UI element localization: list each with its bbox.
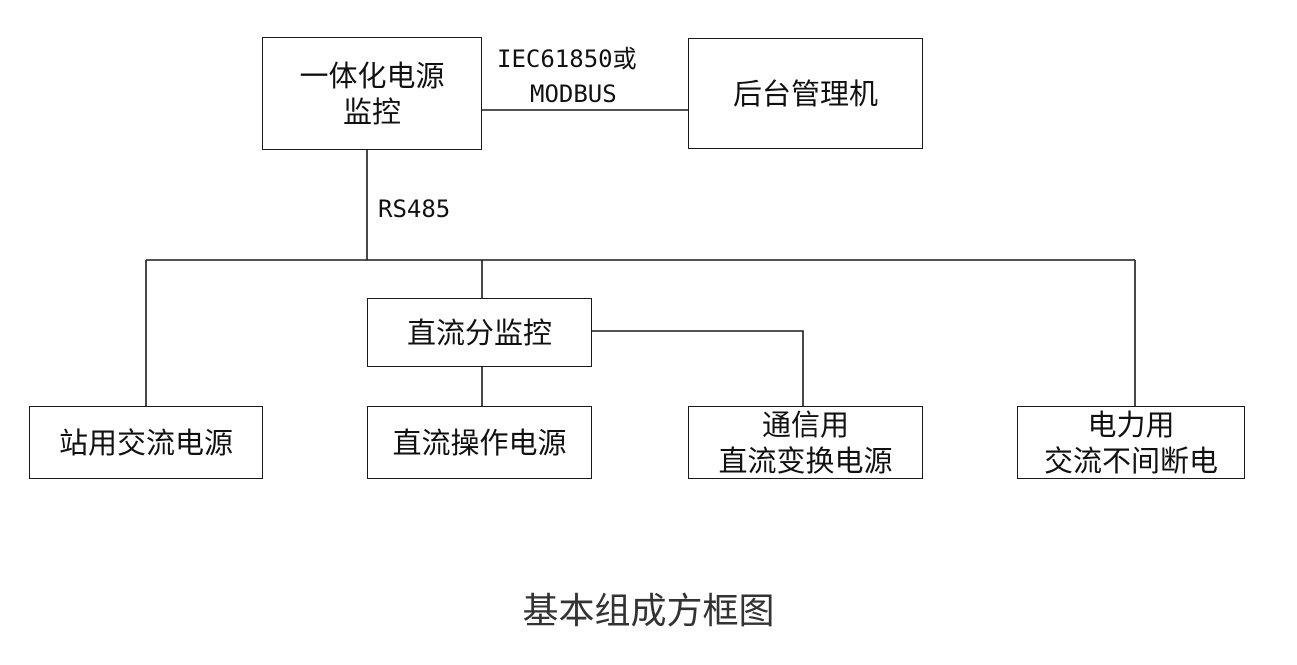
backend-manager-label: 后台管理机 [732, 76, 878, 111]
integrated-monitor-line-1: 一体化电源 [299, 58, 445, 93]
station-ac-power-box: 站用交流电源 [29, 406, 263, 479]
power-ups-line-2: 交流不间断电 [1043, 443, 1218, 478]
diagram-caption: 基本组成方框图 [522, 591, 775, 632]
comm-dc-converter-line-2: 直流变换电源 [718, 443, 893, 478]
dc-sub-monitor-box: 直流分监控 [367, 298, 592, 367]
comm-dc-converter-line-1: 通信用 [761, 407, 849, 442]
protocol-label-line-1: IEC61850或 [497, 45, 637, 73]
integrated-monitor-line-2: 监控 [342, 94, 401, 129]
dc-operation-power-label: 直流操作电源 [392, 425, 567, 460]
station-ac-power-label: 站用交流电源 [58, 425, 233, 460]
rs485-label: RS485 [378, 195, 451, 223]
dc-sub-monitor-label: 直流分监控 [406, 315, 552, 350]
protocol-label-line-2: MODBUS [530, 80, 617, 108]
dc-operation-power-box: 直流操作电源 [367, 406, 592, 479]
backend-manager-box: 后台管理机 [688, 38, 923, 149]
power-ups-line-1: 电力用 [1087, 407, 1175, 442]
line-submonitor-to-comm-dc [592, 330, 804, 406]
integrated-monitor-box: 一体化电源 监控 [262, 37, 482, 150]
comm-dc-converter-box: 通信用 直流变换电源 [688, 406, 923, 479]
power-ups-box: 电力用 交流不间断电 [1017, 406, 1245, 479]
